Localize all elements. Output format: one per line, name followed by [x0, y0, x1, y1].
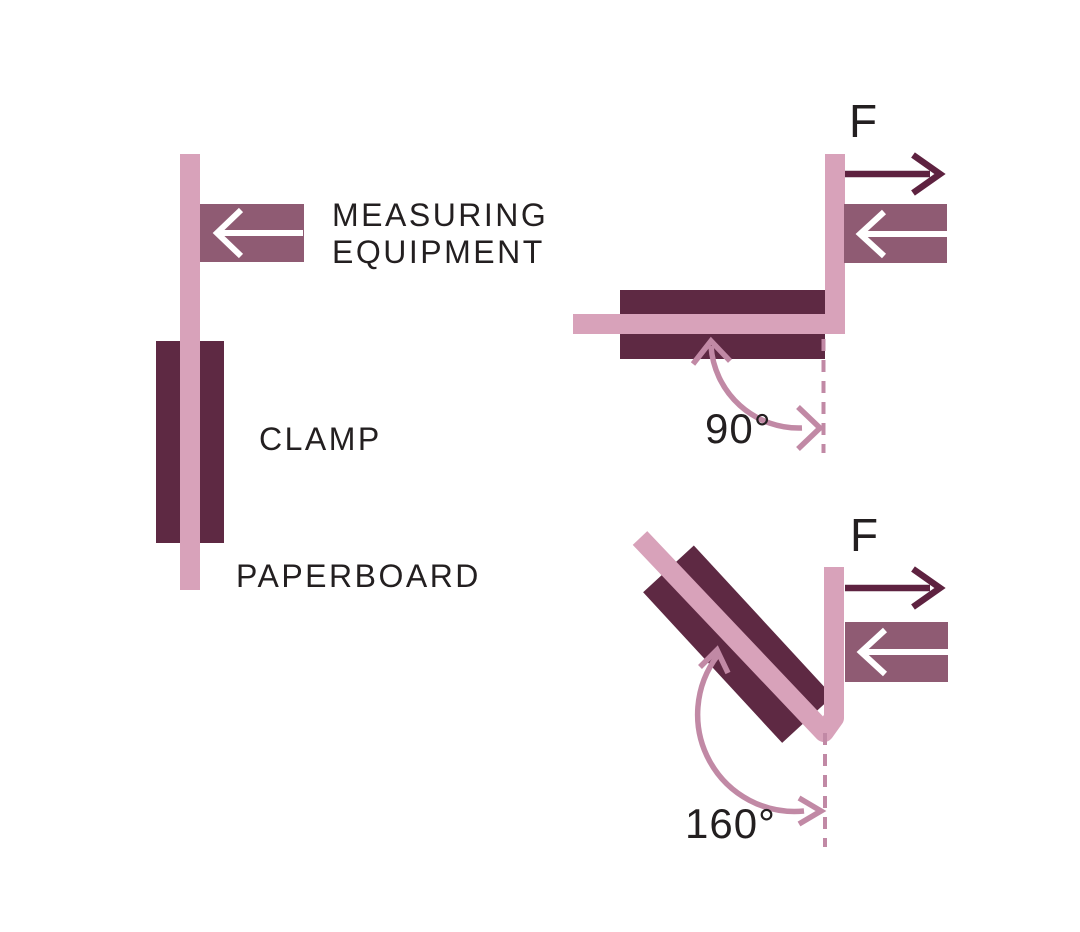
force-arrow-icon: [845, 566, 946, 610]
setup-diagram: MEASURING EQUIPMENT CLAMP PAPERBOARD: [156, 154, 548, 594]
left-arrow-icon: [855, 209, 947, 259]
left-arrow-icon: [856, 627, 948, 677]
paperboard-strip-vertical: [825, 154, 845, 334]
arc-arrowhead-right-icon: [797, 795, 827, 827]
arc-arrowhead-up-icon: [690, 336, 732, 366]
force-label: F: [850, 509, 879, 561]
paperboard-strip-bent: [632, 531, 844, 742]
angle-value-label: 90°: [705, 405, 772, 452]
arc-arrowhead-right-icon: [796, 405, 824, 451]
paperboard-strip: [180, 154, 200, 590]
left-arrow-icon: [212, 207, 303, 259]
force-arrow-icon: [845, 152, 946, 196]
measuring-equipment-label-line2: EQUIPMENT: [332, 234, 545, 270]
bend-90-diagram: F 90°: [573, 95, 947, 453]
measuring-equipment-label-line1: MEASURING: [332, 197, 548, 233]
clamp-label: CLAMP: [259, 421, 382, 457]
paperboard-label: PAPERBOARD: [236, 558, 481, 594]
force-label: F: [849, 95, 878, 147]
angle-arc: [708, 345, 803, 431]
angle-value-label: 160°: [685, 800, 776, 847]
arc-arrowhead-up-icon: [698, 645, 731, 675]
paperboard-strip-horizontal: [573, 314, 845, 334]
bend-160-diagram: F 160°: [632, 509, 948, 847]
angle-arc: [694, 653, 805, 815]
